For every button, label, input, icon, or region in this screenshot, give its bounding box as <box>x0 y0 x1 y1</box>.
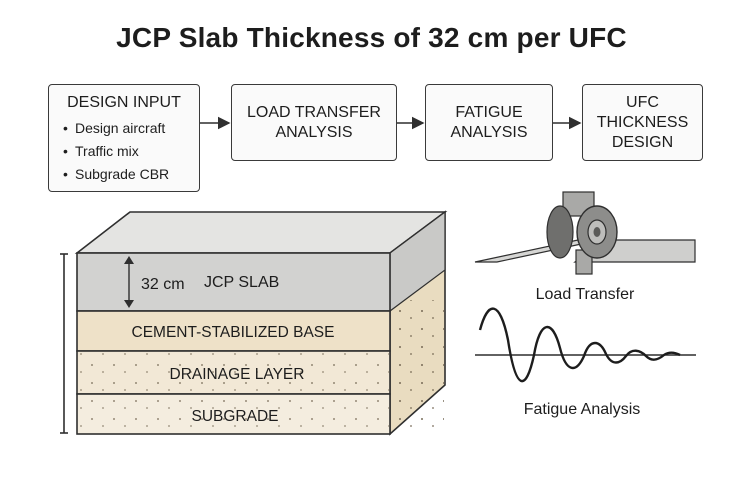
ufc-line1: UFC <box>626 93 659 111</box>
page-title: JCP Slab Thickness of 32 cm per UFC <box>116 22 627 53</box>
subgrade-label: SUBGRADE <box>192 408 279 425</box>
ufc-line2: THICKNESS <box>596 113 689 131</box>
ufc-line3: DESIGN <box>611 133 674 151</box>
pavement-section: 32 cm JCP SLAB CEMENT-STABILIZED BASE DR… <box>60 210 448 436</box>
design-input-box: DESIGN INPUT Design aircraft Traffic mix… <box>48 84 200 192</box>
load-transfer-illustration <box>474 191 696 275</box>
slab-top-face <box>74 211 448 254</box>
slab-label: JCP SLAB <box>204 274 279 291</box>
list-item: Design aircraft <box>63 117 199 140</box>
fatigue-line2: ANALYSIS <box>450 123 528 141</box>
base-layer <box>76 310 391 352</box>
load-transfer-caption: Load Transfer <box>536 286 635 303</box>
wheel-back-icon <box>546 205 574 259</box>
load-transfer-line1: LOAD TRANSFER <box>247 103 381 121</box>
base-label: CEMENT-STABILIZED BASE <box>132 324 335 341</box>
load-transfer-line2: ANALYSIS <box>275 123 353 141</box>
thickness-label: 32 cm <box>141 276 185 293</box>
ufc-thickness-design-box: UFC THICKNESS DESIGN <box>582 84 703 161</box>
list-item: Traffic mix <box>63 140 199 163</box>
fatigue-wave-icon <box>478 307 681 383</box>
fatigue-analysis-box: FATIGUE ANALYSIS <box>425 84 553 161</box>
list-item: Subgrade CBR <box>63 163 199 186</box>
fatigue-caption: Fatigue Analysis <box>524 401 641 418</box>
drainage-label: DRAINAGE LAYER <box>170 366 305 383</box>
load-transfer-analysis-box: LOAD TRANSFER ANALYSIS <box>231 84 397 161</box>
design-input-list: Design aircraft Traffic mix Subgrade CBR <box>49 117 199 186</box>
fatigue-line1: FATIGUE <box>455 103 523 121</box>
design-input-heading: DESIGN INPUT <box>67 94 181 111</box>
